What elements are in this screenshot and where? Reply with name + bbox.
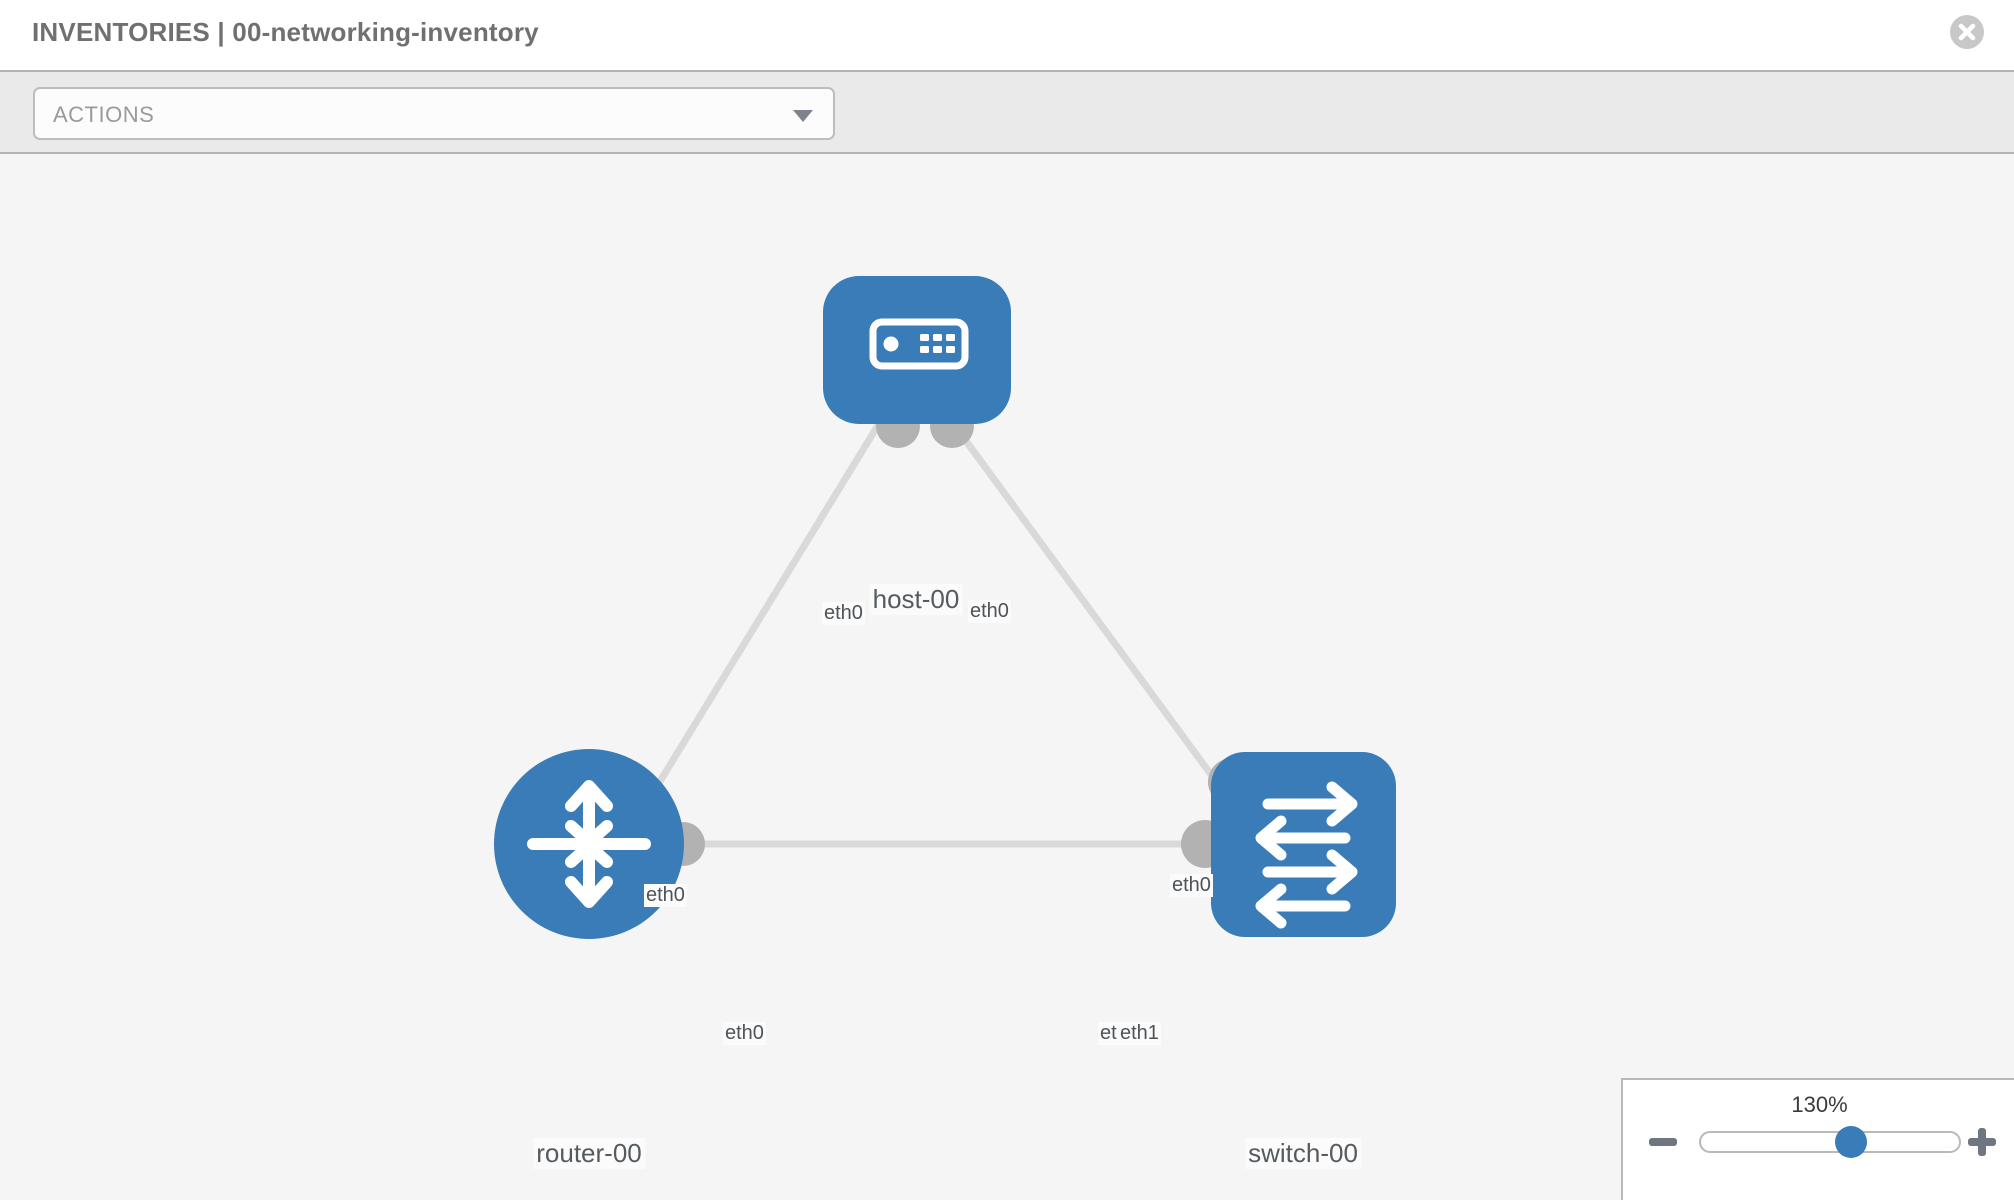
chevron-down-icon	[793, 110, 813, 122]
edge-label-switch-north: eth0	[1170, 874, 1213, 897]
topology-edges	[637, 419, 1243, 848]
close-icon[interactable]	[1950, 15, 1984, 49]
zoom-percent-label: 130%	[1791, 1092, 1848, 1117]
page-title: INVENTORIES | 00-networking-inventory	[32, 17, 539, 47]
page-header: INVENTORIES | 00-networking-inventory	[0, 0, 2014, 70]
switch-arrows-icon	[1255, 781, 1358, 929]
edge-label-router-east: eth0	[723, 1022, 766, 1045]
zoom-out-button[interactable]	[1649, 1138, 1677, 1146]
topology-graph	[494, 276, 1396, 939]
zoom-slider-thumb[interactable]	[1834, 1126, 1867, 1158]
edge-label-host-right: eth0	[968, 600, 1011, 623]
node-label-router-00: router-00	[533, 1138, 645, 1169]
server-icon	[869, 318, 969, 370]
zoom-slider[interactable]	[1699, 1126, 1961, 1158]
zoom-in-button[interactable]	[1968, 1128, 1996, 1156]
router-arrows-icon	[527, 780, 651, 908]
node-switch-00[interactable]	[1211, 752, 1396, 937]
edge-label-host-left: eth0	[822, 602, 865, 625]
actions-dropdown[interactable]: ACTIONS	[33, 87, 835, 140]
edge-label-router-north: eth0	[644, 884, 687, 907]
node-label-host-00: host-00	[869, 584, 963, 615]
edge-label-switch-west: eth1	[1118, 1022, 1161, 1045]
node-host-00[interactable]	[823, 276, 1011, 424]
node-router-00[interactable]	[494, 749, 684, 939]
node-label-switch-00: switch-00	[1245, 1138, 1361, 1169]
toolbar: ACTIONS SEARCH	[0, 70, 2014, 210]
server-icon-details	[883, 334, 955, 353]
zoom-control-panel: 130%	[1621, 1078, 2014, 1200]
edge-host-router	[637, 420, 883, 816]
edge-host-switch	[949, 419, 1243, 817]
actions-dropdown-label: ACTIONS	[53, 102, 155, 127]
topology-canvas[interactable]: eth0 eth0 eth0 eth0 eth0 eth0 eth1 host-…	[0, 154, 2014, 1200]
